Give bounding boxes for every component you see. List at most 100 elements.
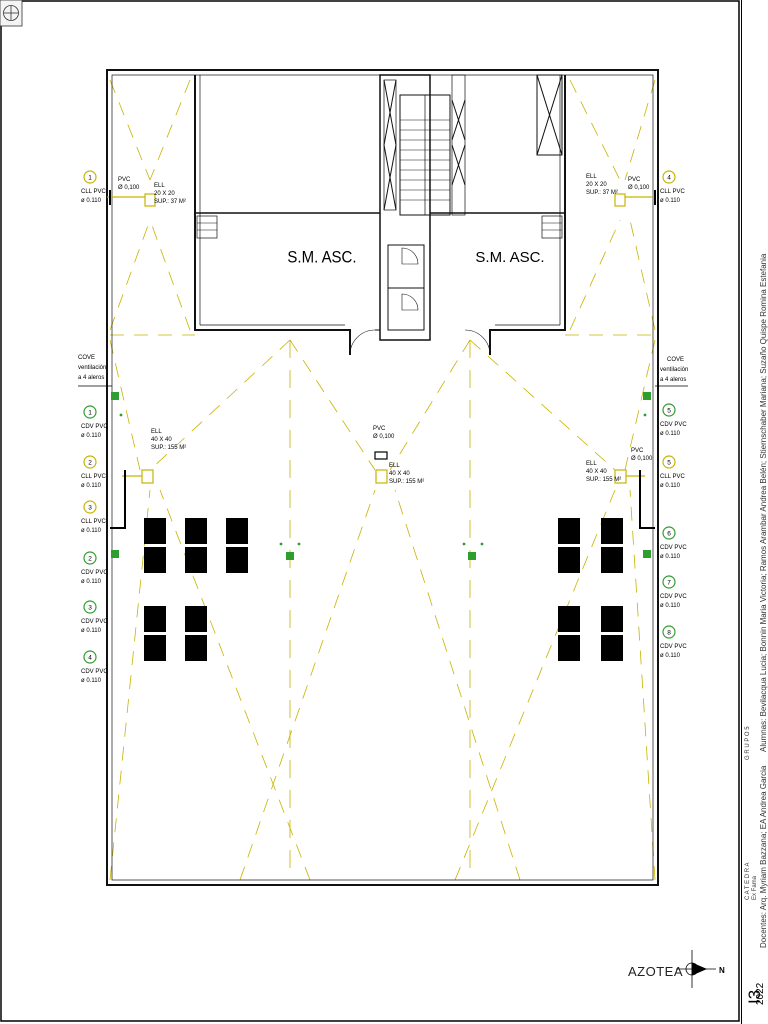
downpipe-number: 5 xyxy=(667,460,671,467)
roof-plan: S.M. ASC. S.M. ASC. xyxy=(0,0,740,1022)
downpipe-type: CDV PVC xyxy=(660,594,687,600)
downpipe-type: CLL PVC xyxy=(81,519,106,525)
sheet-year: 2022 xyxy=(755,982,766,1005)
downpipe-marker xyxy=(662,170,676,184)
catedra-name: Ex Fama xyxy=(752,875,758,900)
downpipe-diameter: ø 0.110 xyxy=(81,433,102,439)
downpipe-number: 8 xyxy=(667,630,671,637)
downpipe-type: CDV PVC xyxy=(81,619,108,625)
group-label: G R U P O 5 xyxy=(745,726,751,760)
downpipe-marker xyxy=(83,170,97,184)
downpipe-diameter: ø 0.110 xyxy=(660,653,681,659)
downpipe-type: CDV PVC xyxy=(81,669,108,675)
downpipe-number: 1 xyxy=(88,175,92,182)
downpipe-number: 2 xyxy=(88,556,92,563)
docentes: Docentes: Arq. Myriam Bazzana; EA Andrea… xyxy=(759,765,768,948)
alumnas: Alumnas: Bevilacqua Lucia; Bonnin Maria … xyxy=(759,253,768,752)
downpipe-diameter: ø 0.110 xyxy=(81,628,102,634)
slope-lines xyxy=(109,79,656,881)
downpipe-number: 7 xyxy=(667,580,671,587)
downpipe-number: 1 xyxy=(88,410,92,417)
downpipe-marker xyxy=(662,625,676,639)
downpipe-diameter: ø 0.110 xyxy=(660,198,681,204)
center-pvc-box xyxy=(374,451,388,460)
sheet-frame xyxy=(0,0,740,1022)
downpipe-number: 3 xyxy=(88,605,92,612)
downpipe-diameter: ø 0.110 xyxy=(660,603,681,609)
downpipe-type: CDV PVC xyxy=(660,545,687,551)
downpipe-type: CDV PVC xyxy=(660,644,687,650)
downpipe-diameter: ø 0.110 xyxy=(660,554,681,560)
downpipe-type: CLL PVC xyxy=(81,189,106,195)
ac-units xyxy=(0,0,23,27)
downpipe-marker xyxy=(83,405,97,419)
downpipe-diameter: ø 0.110 xyxy=(81,579,102,585)
room-label-right: S.M. ASC. xyxy=(475,249,544,266)
catedra-label: C A T E D R A xyxy=(745,862,751,900)
downpipe-type: CDV PVC xyxy=(81,570,108,576)
machine-room-block xyxy=(194,74,566,356)
north-arrow-icon xyxy=(676,950,716,988)
vent-outlets xyxy=(111,392,651,560)
drain-connectors xyxy=(109,190,656,529)
downpipe-number: 6 xyxy=(667,531,671,538)
downpipe-marker xyxy=(662,575,676,589)
roof-inner-outline xyxy=(111,74,654,881)
downpipe-marker xyxy=(83,455,97,469)
downpipe-type: CLL PVC xyxy=(660,474,685,480)
downpipe-diameter: ø 0.110 xyxy=(81,483,102,489)
ac-unit-grid xyxy=(143,517,624,662)
downpipe-marker xyxy=(83,500,97,514)
plan-title: AZOTEA xyxy=(628,964,684,979)
downpipe-marker xyxy=(662,455,676,469)
downpipe-number: 3 xyxy=(88,505,92,512)
downpipe-marker xyxy=(662,526,676,540)
downpipe-marker xyxy=(83,551,97,565)
title-block: I3 2022 C A T E D R A Ex Fama Docentes: … xyxy=(741,0,768,1024)
downpipe-diameter: ø 0.110 xyxy=(660,431,681,437)
downpipe-diameter: ø 0.110 xyxy=(660,483,681,489)
downpipe-type: CDV PVC xyxy=(660,422,687,428)
downpipe-type: CLL PVC xyxy=(660,189,685,195)
downpipe-number: 2 xyxy=(88,460,92,467)
downpipe-diameter: ø 0.110 xyxy=(81,678,102,684)
ridge-lines xyxy=(289,340,471,880)
downpipe-diameter: ø 0.110 xyxy=(81,528,102,534)
downpipe-number: 5 xyxy=(667,408,671,415)
downpipe-number: 4 xyxy=(667,175,671,182)
downpipe-diameter: ø 0.110 xyxy=(81,198,102,204)
downpipe-type: CLL PVC xyxy=(81,474,106,480)
downpipe-marker xyxy=(662,403,676,417)
downpipe-number: 4 xyxy=(88,655,92,662)
room-label-left: S.M. ASC. xyxy=(287,249,356,267)
downpipe-type: CDV PVC xyxy=(81,424,108,430)
roof-outline xyxy=(106,69,659,886)
